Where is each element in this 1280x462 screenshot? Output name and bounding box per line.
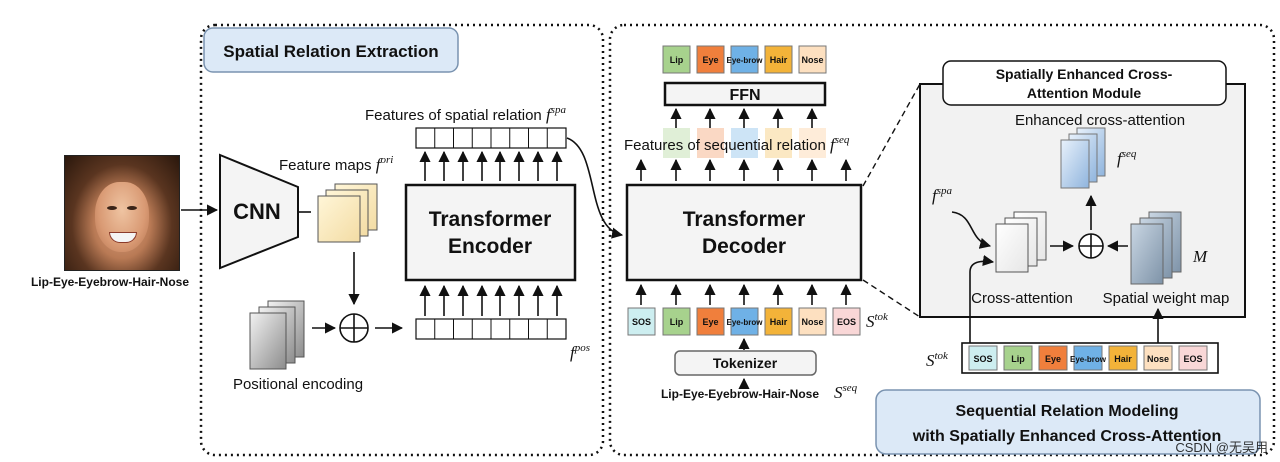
svg-text:Eye-brow: Eye-brow bbox=[726, 56, 763, 65]
transformer-encoder-block bbox=[404, 183, 577, 282]
svg-text:SOS: SOS bbox=[973, 354, 992, 364]
fspa-label: fspa bbox=[932, 185, 953, 205]
spatial-extraction-panel bbox=[199, 23, 605, 457]
encoder-input-arrows bbox=[419, 284, 563, 316]
stok-label: Stok bbox=[866, 311, 889, 331]
positional-encoding-label: Positional encoding bbox=[233, 376, 363, 393]
svg-text:Eye: Eye bbox=[702, 317, 718, 327]
watermark: CSDN @无吴用 bbox=[1175, 440, 1268, 455]
banner-line2: with Spatially Enhanced Cross-Attention bbox=[912, 428, 1221, 445]
enhanced-attention-label: Enhanced cross-attention bbox=[1015, 112, 1185, 129]
spatial-feature-strip bbox=[415, 127, 567, 149]
zoom-line-top bbox=[862, 83, 921, 187]
decoder-line1: Transformer bbox=[683, 208, 806, 231]
seq-features-label: Features of sequential relation fseq bbox=[624, 134, 850, 154]
feature-maps-stack bbox=[317, 183, 378, 243]
m-label: M bbox=[1192, 247, 1208, 266]
spatial-extraction-title-box bbox=[203, 27, 459, 73]
seca-title-box bbox=[942, 60, 1227, 106]
sequential-modeling-banner bbox=[875, 389, 1261, 455]
tokenizer-label: Tokenizer bbox=[713, 355, 778, 371]
seca-stok-label: Stok bbox=[926, 350, 949, 370]
positional-encoding-stack bbox=[249, 300, 305, 370]
pos-label: fpos bbox=[570, 342, 590, 362]
cnn-label: CNN bbox=[233, 199, 281, 224]
seca-title-line1: Spatially Enhanced Cross- bbox=[996, 66, 1173, 82]
svg-text:Nose: Nose bbox=[801, 55, 823, 65]
svg-text:Lip: Lip bbox=[670, 317, 684, 327]
ffn-input-arrows bbox=[670, 107, 818, 128]
spatial-to-decoder-arrow bbox=[566, 137, 624, 239]
svg-text:SOS: SOS bbox=[632, 317, 651, 327]
encoder-output-arrows bbox=[419, 150, 563, 181]
feature-maps-label: Feature maps fori bbox=[279, 154, 393, 174]
svg-text:Hair: Hair bbox=[1114, 354, 1132, 364]
decoder-output-arrows bbox=[635, 158, 852, 181]
banner-line1: Sequential Relation Modeling bbox=[955, 403, 1178, 420]
transformer-decoder-block bbox=[625, 183, 863, 282]
sequence-text: Lip-Eye-Eyebrow-Hair-Nose bbox=[661, 387, 819, 401]
seca-module-box bbox=[919, 83, 1246, 318]
tokens-to-cross-arrow bbox=[969, 254, 995, 343]
seq-feature-blocks bbox=[663, 128, 826, 158]
fspa-to-cross-arrow bbox=[951, 211, 992, 249]
left-eye-shape bbox=[107, 206, 117, 210]
spatial-weight-label: Spatial weight map bbox=[1103, 290, 1230, 307]
cross-attention-label: Cross-attention bbox=[971, 290, 1073, 307]
input-label: Lip-Eye-Eyebrow-Hair-Nose bbox=[31, 275, 189, 289]
svg-text:Hair: Hair bbox=[770, 55, 788, 65]
svg-text:Nose: Nose bbox=[1147, 354, 1169, 364]
svg-text:Eye-brow: Eye-brow bbox=[726, 318, 763, 327]
cross-attention-stack bbox=[995, 211, 1047, 273]
svg-text:Eye: Eye bbox=[702, 55, 718, 65]
spatial-weight-stack bbox=[1130, 211, 1182, 285]
fseq-label: fseq bbox=[1117, 148, 1137, 168]
svg-text:Lip: Lip bbox=[670, 55, 684, 65]
tokenizer-block bbox=[674, 350, 817, 376]
zoom-line-bottom bbox=[862, 279, 921, 318]
add-operator bbox=[339, 313, 369, 343]
sum-operator bbox=[1078, 233, 1104, 259]
svg-text:Hair: Hair bbox=[770, 317, 788, 327]
spatial-extraction-title: Spatial Relation Extraction bbox=[223, 42, 438, 61]
svg-text:Eye: Eye bbox=[1045, 354, 1061, 364]
svg-text:Eye-brow: Eye-brow bbox=[1070, 355, 1107, 364]
input-token-row: SOS Lip Eye Eye-brow Hair Nose EOS bbox=[627, 307, 861, 336]
cnn-block bbox=[219, 153, 299, 270]
enhanced-attention-stack bbox=[1060, 127, 1106, 189]
seca-token-row: SOS Lip Eye Eye-brow Hair Nose EOS bbox=[968, 345, 1208, 371]
svg-text:Nose: Nose bbox=[801, 317, 823, 327]
sseq-label: Sseq bbox=[834, 382, 858, 402]
svg-text:Lip: Lip bbox=[1011, 354, 1025, 364]
decoder-line2: Decoder bbox=[702, 235, 786, 258]
output-token-row: Lip Eye Eye-brow Hair Nose bbox=[662, 45, 827, 74]
decoder-input-arrows bbox=[635, 283, 852, 305]
input-face-photo bbox=[64, 155, 180, 271]
ffn-block bbox=[663, 81, 827, 107]
right-eye-shape bbox=[127, 206, 137, 210]
encoder-line2: Encoder bbox=[448, 235, 532, 258]
svg-text:EOS: EOS bbox=[837, 317, 856, 327]
seca-title-line2: Attention Module bbox=[1027, 85, 1142, 101]
encoder-line1: Transformer bbox=[429, 208, 552, 231]
sequential-modeling-panel bbox=[608, 23, 1276, 457]
svg-text:EOS: EOS bbox=[1183, 354, 1202, 364]
spatial-features-label: Features of spatial relation fspa bbox=[365, 104, 566, 124]
ffn-label: FFN bbox=[729, 87, 760, 104]
pos-token-strip bbox=[415, 318, 567, 340]
